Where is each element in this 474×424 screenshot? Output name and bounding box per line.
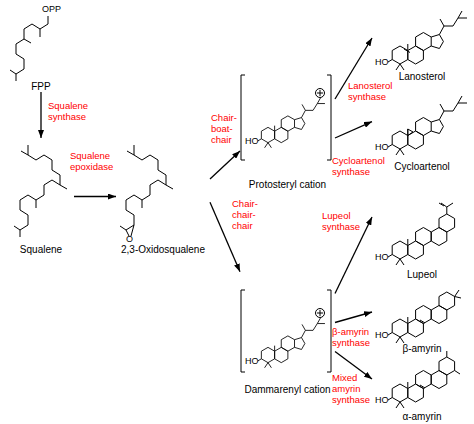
bracket (241, 290, 331, 372)
compound-name: 2,3-Oxidosqualene (121, 244, 205, 255)
reaction-arrow (210, 151, 240, 179)
edge-label: Squalene epoxidase (70, 150, 118, 172)
carbon-chain (126, 145, 166, 230)
edge-label: Cycloartenol synthase (332, 155, 388, 177)
compound-name: Lupeol (407, 269, 437, 280)
compound-name: FPP (31, 81, 50, 92)
atom-label: HO (375, 57, 389, 67)
edge-label: Chair-chair-chair (232, 198, 268, 231)
compound-name: Cycloartenol (394, 161, 450, 172)
dammarenyl-structure (241, 290, 331, 372)
edge-label: Chair-boat-chair (211, 112, 241, 145)
edge-label: β-amyrin synthase (332, 326, 374, 348)
methyl-bonds (420, 290, 461, 323)
oxidosqualene-structure (120, 145, 173, 236)
alpha-amyrin-structure (388, 351, 460, 408)
atom-label: HO (375, 395, 389, 405)
cycloartenol-structure (388, 96, 467, 155)
compound-name: α-amyrin (402, 411, 441, 422)
compound-name: Protosteryl cation (249, 179, 326, 190)
atom-label: HO (375, 252, 389, 262)
compound-node: Dammarenyl cation (240, 250, 335, 395)
compound-name: Dammarenyl cation (244, 384, 330, 395)
compound-node: α-amyrin (372, 356, 472, 422)
methyl-bonds (10, 29, 40, 81)
reaction-arrow (335, 312, 372, 323)
compound-name: Lanosterol (399, 71, 446, 82)
compound-node: FPP (8, 2, 74, 92)
isopropenyl-group (439, 203, 453, 214)
atom-label: HO (375, 330, 389, 340)
methyl-bonds (120, 151, 173, 230)
compound-node: Cycloartenol (372, 88, 472, 172)
compound-node: Protosteryl cation (240, 60, 335, 190)
cation-charge (316, 309, 325, 318)
atom-label: HO (375, 142, 389, 152)
cation-charge (317, 90, 323, 96)
carbon-chain (16, 16, 48, 74)
edge-label: Lanosterol synthase (348, 80, 398, 102)
carbon-chain (20, 145, 60, 230)
compound-node: Squalene (8, 138, 74, 255)
compound-name: Squalene (20, 244, 62, 255)
compound-node: β-amyrin (372, 284, 472, 354)
beta-amyrin-structure (388, 290, 461, 343)
double-bond (404, 49, 410, 53)
reaction-arrow (74, 196, 116, 197)
compound-node: Lanosterol (372, 2, 472, 82)
cyclopropane-ring (408, 129, 413, 136)
methyl-bonds (420, 351, 460, 388)
protosteryl-structure (241, 75, 331, 160)
cation-charge (317, 310, 323, 316)
atom-label: HO (245, 136, 259, 146)
bracket (241, 75, 331, 160)
compound-node: Lupeol (372, 190, 472, 280)
edge-label: Lupeol synthase (322, 210, 368, 232)
reaction-arrow (335, 122, 372, 138)
atom-label: HO (245, 356, 259, 366)
atom-label: OPP (42, 4, 61, 14)
lupeol-structure (388, 203, 455, 265)
edge-label: Squalene synthase (48, 100, 100, 122)
atom-label: O (126, 234, 133, 244)
cation-charge (316, 89, 325, 98)
methyl-bonds (14, 151, 67, 237)
squalene-structure (14, 145, 67, 237)
fpp-structure (10, 16, 48, 81)
reaction-arrow (40, 92, 41, 138)
lanosterol-structure (388, 11, 467, 70)
compound-name: β-amyrin (402, 343, 441, 354)
edge-label: Mixed amyrin synthase (332, 372, 374, 405)
